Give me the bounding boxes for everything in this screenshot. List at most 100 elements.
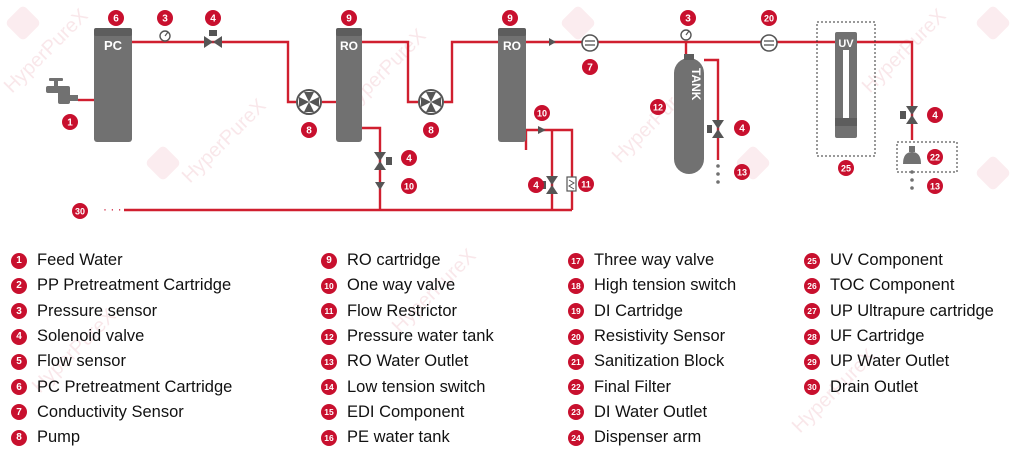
flow-diagram: · · · PC RO bbox=[46, 10, 958, 219]
markers: 1 6 3 4 8 9 8 4 10 9 7 10 4 11 3 12 4 13… bbox=[62, 10, 943, 219]
marker-9: 9 bbox=[341, 10, 357, 26]
marker-4: 4 bbox=[734, 120, 750, 136]
pipe-pump2-to-ro2 bbox=[444, 40, 498, 104]
ro2-label: RO bbox=[503, 39, 521, 53]
final-filter-box bbox=[896, 141, 958, 173]
legend-label: High tension switch bbox=[594, 276, 737, 295]
marker-10: 10 bbox=[401, 178, 417, 194]
legend-label: DI Water Outlet bbox=[594, 402, 708, 421]
pressure-sensor-icon bbox=[159, 30, 171, 42]
svg-text:4: 4 bbox=[406, 154, 412, 165]
solenoid-valve-icon bbox=[707, 120, 724, 138]
pipe-tank-outlet bbox=[704, 58, 720, 160]
marker-6: 6 bbox=[108, 10, 124, 26]
conductivity-sensor-icon bbox=[581, 34, 599, 52]
legend-label: Three way valve bbox=[594, 251, 715, 270]
legend-number-badge: 28 bbox=[804, 328, 820, 345]
uv-component-box bbox=[816, 21, 876, 157]
svg-text:30: 30 bbox=[75, 207, 85, 217]
one-way-valve-icon bbox=[375, 182, 385, 190]
pipe-ro2-concentrate bbox=[526, 128, 574, 210]
pipes bbox=[78, 40, 914, 212]
svg-text:1: 1 bbox=[67, 118, 73, 129]
tank-label: TANK bbox=[689, 68, 703, 101]
svg-text:8: 8 bbox=[306, 126, 312, 137]
legend-label: Sanitization Block bbox=[594, 352, 725, 371]
ro1-label: RO bbox=[340, 39, 358, 53]
resistivity-sensor-icon bbox=[760, 34, 778, 52]
ro-cartridge-2: RO bbox=[498, 28, 526, 142]
legend-number-badge: 19 bbox=[568, 303, 584, 320]
legend-number-badge: 11 bbox=[321, 303, 337, 320]
legend-number-badge: 29 bbox=[804, 353, 820, 370]
marker-4: 4 bbox=[927, 107, 943, 123]
legend-label: Flow sensor bbox=[37, 352, 126, 371]
svg-text:6: 6 bbox=[113, 14, 119, 25]
marker-4: 4 bbox=[205, 10, 221, 26]
marker-8: 8 bbox=[301, 122, 317, 138]
legend-label: Pressure water tank bbox=[347, 327, 494, 346]
legend-number-badge: 15 bbox=[321, 404, 337, 421]
legend-item: 20 Resistivity Sensor bbox=[568, 324, 736, 349]
uv-lamp: UV bbox=[835, 32, 857, 138]
svg-text:10: 10 bbox=[404, 182, 414, 192]
svg-text:13: 13 bbox=[737, 168, 747, 178]
legend-label: Solenoid valve bbox=[37, 327, 145, 346]
legend-number-badge: 3 bbox=[11, 303, 27, 320]
marker-3: 3 bbox=[680, 10, 696, 26]
legend-label: Resistivity Sensor bbox=[594, 327, 726, 346]
pump-icon bbox=[296, 89, 322, 115]
one-way-valve-icon bbox=[549, 38, 556, 46]
legend-item: 15 EDI Component bbox=[321, 400, 494, 425]
one-way-valve-icon bbox=[538, 126, 546, 134]
marker-9: 9 bbox=[502, 10, 518, 26]
pressure-tank: TANK bbox=[674, 54, 704, 174]
legend-number-badge: 25 bbox=[804, 252, 820, 269]
svg-text:3: 3 bbox=[162, 14, 168, 25]
legend-item: 17 Three way valve bbox=[568, 248, 736, 273]
svg-text:10: 10 bbox=[537, 109, 547, 119]
legend-number-badge: 14 bbox=[321, 379, 337, 396]
legend-label: UV Component bbox=[830, 251, 943, 270]
legend-label: Feed Water bbox=[37, 251, 123, 270]
legend-label: UF Cartridge bbox=[830, 327, 925, 346]
legend-label: Dispenser arm bbox=[594, 428, 702, 447]
pressure-sensor-icon bbox=[680, 29, 692, 41]
marker-10: 10 bbox=[534, 105, 550, 121]
legend-number-badge: 12 bbox=[321, 328, 337, 345]
svg-text:11: 11 bbox=[581, 180, 591, 190]
legend-number-badge: 17 bbox=[568, 252, 584, 269]
legend-number-badge: 20 bbox=[568, 328, 584, 345]
legend-label: UP Water Outlet bbox=[830, 352, 950, 371]
legend-number-badge: 2 bbox=[11, 277, 27, 294]
solenoid-valve-icon bbox=[374, 152, 392, 170]
legend-label: PC Pretreatment Cartridge bbox=[37, 377, 233, 396]
svg-text:8: 8 bbox=[428, 126, 434, 137]
pc-cartridge: PC bbox=[94, 28, 132, 142]
marker-12: 12 bbox=[650, 99, 666, 115]
legend-number-badge: 22 bbox=[568, 379, 584, 396]
legend-number-badge: 7 bbox=[11, 404, 27, 421]
marker-20: 20 bbox=[761, 10, 777, 26]
marker-4: 4 bbox=[528, 177, 544, 193]
legend-number-badge: 13 bbox=[321, 353, 337, 370]
legend-label: Drain Outlet bbox=[830, 377, 919, 396]
legend-label: Pump bbox=[37, 428, 81, 447]
legend-label: Conductivity Sensor bbox=[37, 402, 184, 421]
legend-label: Flow Restrictor bbox=[347, 301, 458, 320]
legend-label: EDI Component bbox=[347, 402, 465, 421]
